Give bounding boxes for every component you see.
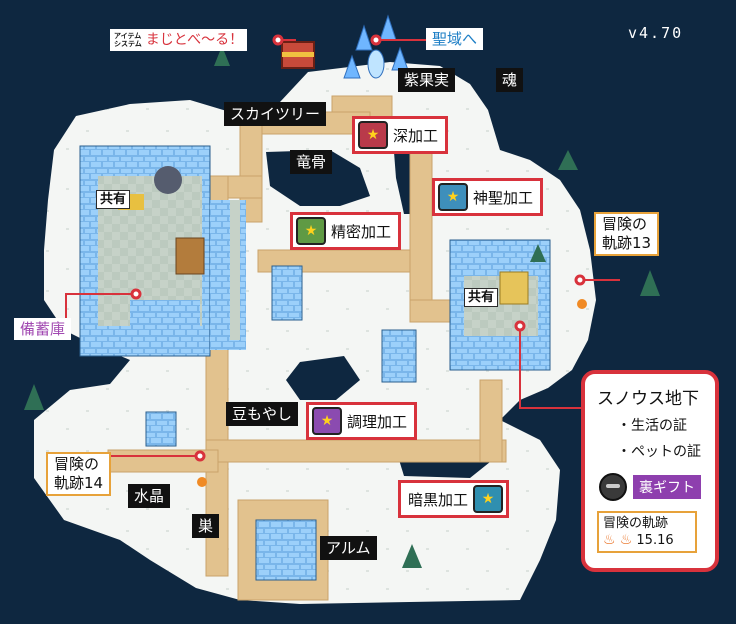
marker-dots [130, 34, 586, 462]
version-label: v4.70 [628, 24, 684, 42]
craft-shinseikako-label: 神聖加工 [473, 188, 534, 207]
torch-icon: ♨ [619, 532, 633, 548]
craft-choririkako[interactable]: ★ 調理加工 [306, 402, 418, 440]
tamashii-label: 魂 [496, 68, 524, 92]
star-icon: ★ [296, 217, 326, 245]
torch-icon: ♨ [603, 532, 616, 548]
ryukotsu-label: 竜骨 [290, 150, 333, 174]
left-building [79, 145, 211, 357]
craft-choririkako-label: 調理加工 [347, 412, 408, 431]
craft-shinkako-label: 深加工 [393, 126, 439, 145]
craft-ankokukako-label: 暗黒加工 [408, 490, 469, 509]
trail13-line1: 冒険の [602, 215, 648, 233]
trail14-line2: 軌跡14 [54, 474, 104, 492]
star-icon: ★ [473, 485, 504, 513]
panel-trail-label: 冒険の軌跡 [603, 516, 669, 531]
torches [197, 299, 587, 487]
snows-underground-panel: スノウス地下 ・生活の証 ・ペットの証 裏ギフト 冒険の軌跡 ♨ ♨ 15.16 [581, 370, 719, 572]
kyoyu-right-tag: 共有 [464, 288, 499, 307]
panel-trail: 冒険の軌跡 ♨ ♨ 15.16 [597, 511, 697, 553]
gift-row: 裏ギフト [599, 473, 707, 501]
trail13-line2: 軌跡13 [602, 234, 652, 252]
bichikuko-label: 備蓄庫 [14, 318, 72, 340]
leader-lines [65, 39, 620, 457]
star-icon: ★ [312, 407, 342, 435]
mameyashi-label: 豆もやし [226, 402, 299, 426]
panel-title: スノウス地下 [597, 389, 699, 409]
arumu-label: アルム [320, 536, 377, 560]
craft-shinseikako[interactable]: ★ 神聖加工 [432, 178, 544, 216]
panel-trail-num: 15.16 [636, 533, 674, 548]
panel-trail-row: ♨ ♨ 15.16 [603, 532, 691, 549]
suisho-label: 水晶 [128, 484, 171, 508]
kyoyu-left-tag: 共有 [96, 190, 131, 209]
shikajitsu-label: 紫果実 [398, 68, 456, 92]
panel-item-pet: ・ペットの証 [617, 444, 701, 460]
ice-crystals [343, 14, 409, 79]
craft-seimitsukako-label: 精密加工 [331, 222, 392, 241]
gift-badge[interactable]: 裏ギフト [633, 475, 701, 499]
skytree-label: スカイツリー [224, 102, 327, 126]
craft-ankokukako[interactable]: 暗黒加工 ★ [398, 480, 510, 518]
banner-main: まじとべ～る！ [145, 32, 244, 48]
left-wing [210, 200, 246, 350]
banner-prefix: アイテム システム [114, 32, 142, 48]
banner-label: アイテム システム まじとべ～る！ [110, 29, 248, 51]
character-icon [599, 473, 627, 501]
panel-item-life: ・生活の証 [617, 418, 687, 434]
trail14-line1: 冒険の [54, 455, 100, 473]
star-icon: ★ [358, 121, 388, 149]
treasure-chest[interactable] [281, 41, 315, 69]
craft-shinkako[interactable]: ★ 深加工 [352, 116, 449, 154]
snow-trees [24, 46, 660, 568]
su-label: 巣 [192, 514, 220, 538]
star-icon: ★ [438, 183, 468, 211]
seiiki-label[interactable]: 聖域へ [426, 28, 484, 50]
trail14-label: 冒険の 軌跡14 [46, 452, 112, 496]
trail13-label: 冒険の 軌跡13 [594, 212, 660, 256]
ice-pillars [145, 265, 417, 581]
craft-seimitsukako[interactable]: ★ 精密加工 [290, 212, 402, 250]
